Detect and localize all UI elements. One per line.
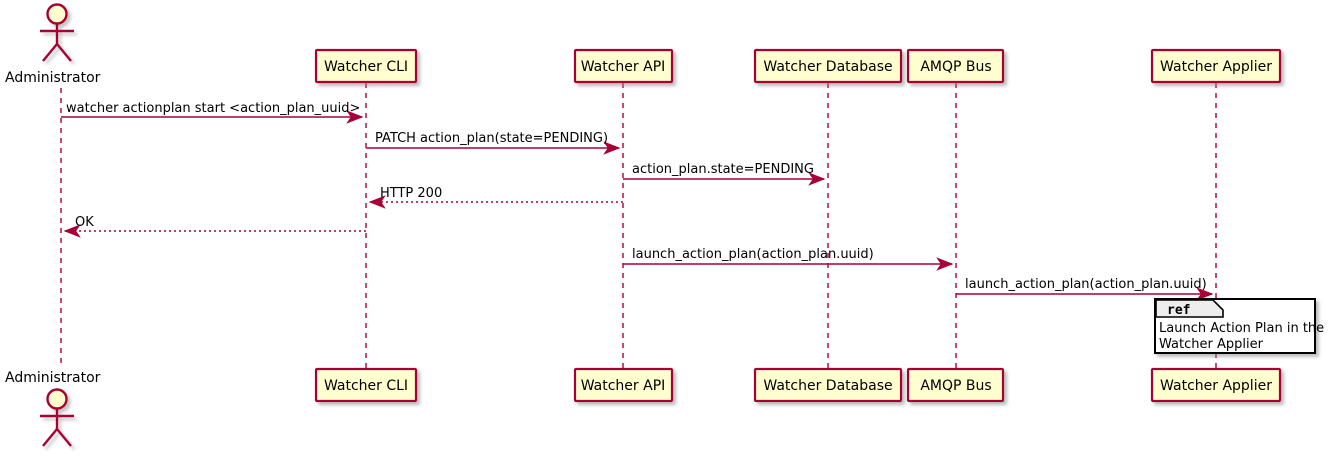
- participant-box-rect: [753, 367, 903, 403]
- participant-box-watcher-cli-bottom[interactable]: Watcher CLI: [314, 367, 418, 403]
- message-label: HTTP 200: [380, 186, 442, 201]
- participant-box-watcher-api-bottom[interactable]: Watcher API: [573, 367, 674, 403]
- ref-fragment-tab-label: ref: [1167, 303, 1190, 318]
- participant-box-watcher-applier-bottom[interactable]: Watcher Applier: [1150, 367, 1282, 403]
- actor-leg-left-line: [42, 43, 58, 62]
- participant-box-watcher-database-bottom[interactable]: Watcher Database: [753, 367, 903, 403]
- participant-label: Watcher API: [581, 378, 666, 394]
- participant-label: Watcher Applier: [1160, 59, 1272, 75]
- participant-box-amqp-bus-top[interactable]: AMQP Bus: [906, 48, 1005, 84]
- participant-box-watcher-cli-top[interactable]: Watcher CLI: [314, 48, 418, 84]
- actor-leg-right-line: [56, 43, 72, 62]
- message-http-200[interactable]: HTTP 200: [368, 186, 623, 209]
- lifelines-group: [60, 83, 1217, 370]
- message-label: launch_action_plan(action_plan.uuid): [632, 247, 874, 262]
- participant-label: Watcher Database: [763, 378, 892, 394]
- participant-box-amqp-bus-bottom[interactable]: AMQP Bus: [906, 367, 1005, 403]
- message-label: action_plan.state=PENDING: [632, 162, 814, 177]
- participant-label: AMQP Bus: [920, 378, 991, 394]
- message-label: OK: [75, 215, 94, 230]
- participant-label: AMQP Bus: [920, 59, 991, 75]
- participant-box-rect: [906, 48, 1005, 84]
- ref-fragment-launch-action-plan[interactable]: ref Launch Action Plan in the Watcher Ap…: [1154, 298, 1324, 354]
- actor-administrator-bottom[interactable]: [40, 388, 74, 447]
- participant-label: Watcher CLI: [324, 59, 408, 75]
- participant-box-watcher-database-top[interactable]: Watcher Database: [753, 48, 903, 84]
- participant-box-rect: [314, 48, 418, 84]
- message-ok[interactable]: OK: [63, 215, 366, 238]
- participant-box-watcher-applier-top[interactable]: Watcher Applier: [1150, 48, 1282, 84]
- actor-label-administrator-bottom: Administrator: [5, 370, 101, 386]
- message-action-plan-state-pending[interactable]: action_plan.state=PENDING: [623, 162, 826, 186]
- participant-label: Watcher API: [581, 59, 666, 75]
- ref-fragment-text-line-2: Watcher Applier: [1159, 337, 1264, 352]
- participant-label: Watcher Database: [763, 59, 892, 75]
- actor-leg-right-line: [56, 428, 72, 447]
- message-label: launch_action_plan(action_plan.uuid): [965, 277, 1207, 292]
- participant-box-rect: [1150, 367, 1282, 403]
- message-label: watcher actionplan start <action_plan_uu…: [66, 101, 360, 116]
- ref-fragment-tab-shape: [1155, 299, 1224, 318]
- participant-box-rect: [1150, 48, 1282, 84]
- message-watcher-actionplan-start[interactable]: watcher actionplan start <action_plan_uu…: [61, 101, 364, 124]
- participant-label: Watcher Applier: [1160, 378, 1272, 394]
- actor-administrator-top[interactable]: [40, 3, 74, 62]
- actor-leg-left-line: [42, 428, 58, 447]
- message-patch-action-plan[interactable]: PATCH action_plan(state=PENDING): [366, 131, 621, 155]
- participant-box-rect: [314, 367, 418, 403]
- message-launch-action-plan-api-to-bus[interactable]: launch_action_plan(action_plan.uuid): [623, 247, 954, 271]
- participant-box-rect: [753, 48, 903, 84]
- ref-fragment-text-line-1: Launch Action Plan in the: [1159, 321, 1324, 336]
- actor-label-administrator-top: Administrator: [5, 70, 101, 86]
- actor-head-icon: [46, 3, 68, 25]
- message-label: PATCH action_plan(state=PENDING): [375, 131, 608, 146]
- participant-box-rect: [573, 48, 674, 84]
- participant-box-rect: [906, 367, 1005, 403]
- actor-head-icon: [46, 388, 68, 410]
- message-launch-action-plan-bus-to-applier[interactable]: launch_action_plan(action_plan.uuid): [956, 277, 1214, 301]
- participant-box-rect: [573, 367, 674, 403]
- participant-label: Watcher CLI: [324, 378, 408, 394]
- participant-box-watcher-api-top[interactable]: Watcher API: [573, 48, 674, 84]
